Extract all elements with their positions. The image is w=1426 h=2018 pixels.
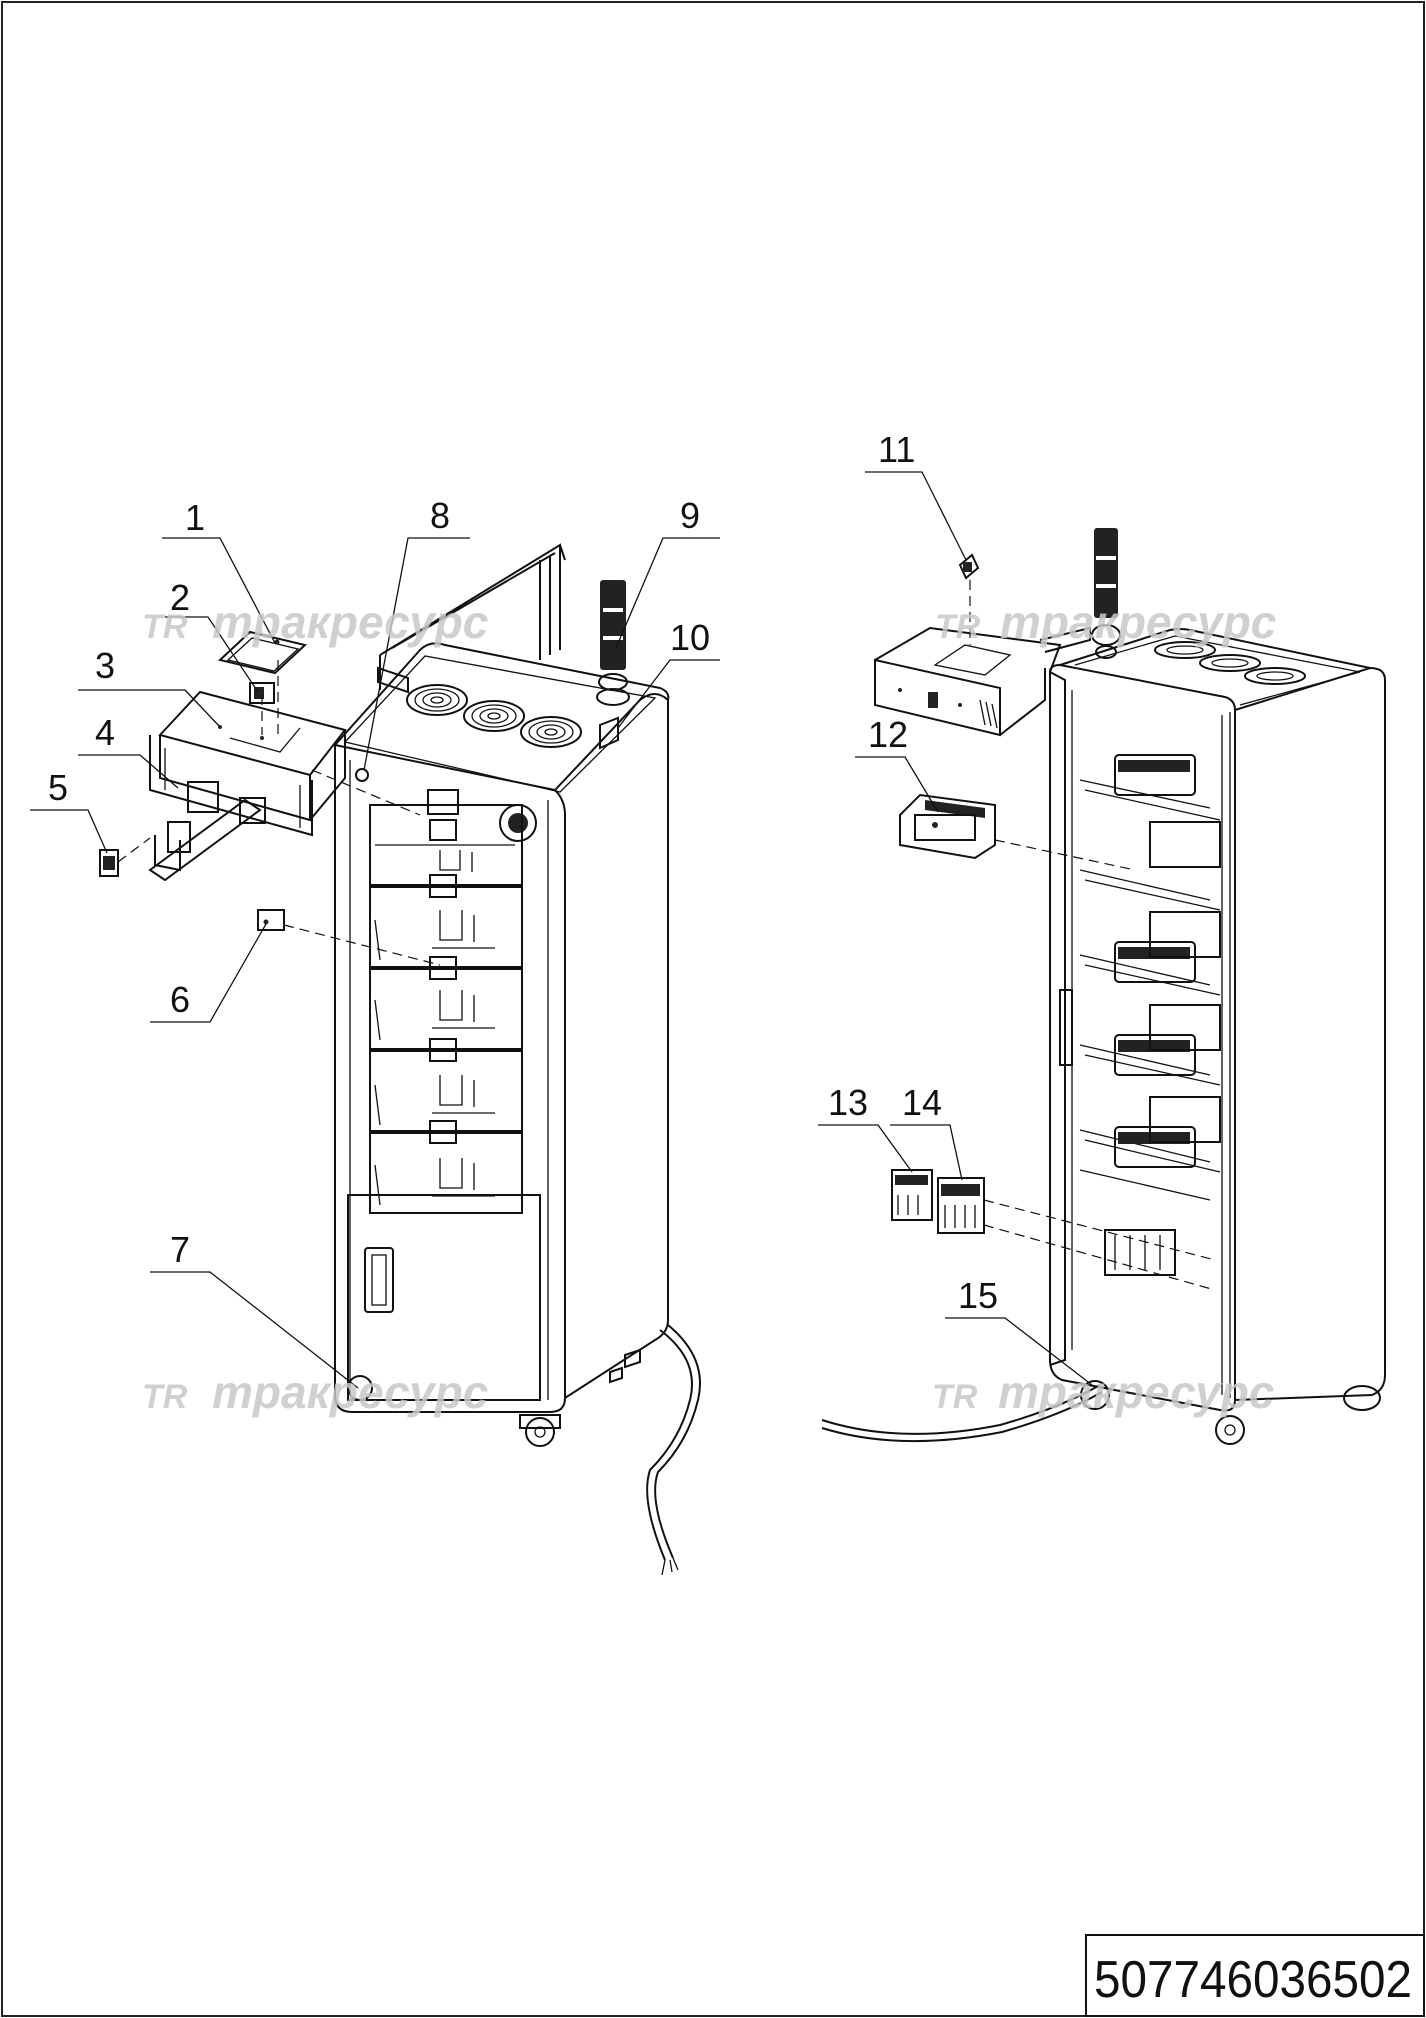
callout-8: 8	[430, 495, 450, 536]
cabinet-open	[821, 528, 1386, 1445]
fan-grille-2	[463, 700, 525, 732]
callout-12: 12	[868, 714, 908, 755]
charger-shelf-5	[1114, 1126, 1196, 1168]
drawer-1	[369, 804, 523, 886]
drawer-3	[369, 956, 523, 1050]
cabinet-closed	[334, 543, 701, 1576]
callout-11: 11	[878, 429, 915, 470]
lower-door	[347, 1194, 541, 1401]
drawer-2	[369, 874, 523, 968]
exploded-components-left	[99, 630, 441, 966]
charger-shelf-3	[1114, 941, 1196, 983]
callout-2: 2	[170, 577, 190, 618]
drawer-5	[369, 1120, 523, 1214]
watermarks: TR тракресурс TR тракресурс TR тракресур…	[142, 596, 1276, 1418]
drawer-4	[369, 1038, 523, 1132]
callout-7: 7	[170, 1229, 190, 1270]
callout-14: 14	[902, 1082, 942, 1123]
callout-15: 15	[958, 1275, 998, 1316]
caster-wheels	[347, 1348, 641, 1447]
watermark-text: тракресурс	[212, 1366, 488, 1418]
watermark-logo: TR	[935, 608, 981, 646]
callout-10: 10	[670, 617, 710, 658]
document-number: 507746036502	[1094, 1951, 1412, 2009]
leader-lines	[30, 471, 1093, 1389]
emergency-stop	[499, 804, 537, 842]
watermark-text: тракресурс	[998, 1366, 1274, 1418]
signal-tower	[596, 580, 630, 706]
exploded-components-right	[874, 553, 1216, 1291]
callout-3: 3	[95, 645, 115, 686]
callout-4: 4	[95, 712, 115, 753]
callout-5: 5	[48, 767, 68, 808]
callout-9: 9	[680, 495, 700, 536]
watermark-text: тракресурс	[1000, 596, 1276, 648]
callout-1: 1	[185, 497, 205, 538]
watermark-logo: TR	[932, 1378, 978, 1416]
watermark-text: тракресурс	[212, 596, 488, 648]
document-number-box: 507746036502	[1085, 1934, 1425, 2017]
callout-6: 6	[170, 979, 190, 1020]
charger-shelf-1	[1114, 754, 1196, 796]
callout-13: 13	[828, 1082, 868, 1123]
watermark-logo: TR	[142, 608, 188, 646]
watermark-logo: TR	[142, 1378, 188, 1416]
fan-grille-1	[406, 684, 468, 716]
callout-labels: 1 2 3 4 5 6 7 8 9 10 11 12 13 14 15	[48, 429, 998, 1316]
fan-grille-3	[520, 716, 582, 748]
